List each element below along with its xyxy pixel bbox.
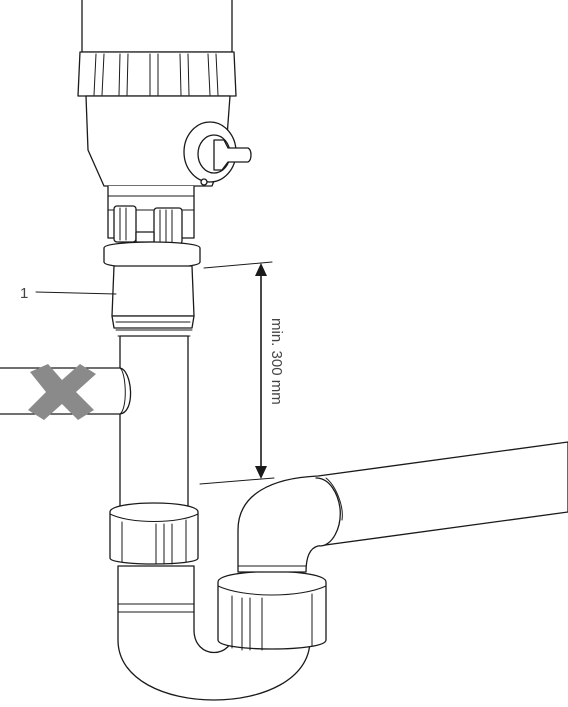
callout-1: 1 — [20, 285, 117, 302]
u-trap — [117, 565, 311, 701]
dimension-label: min. 300 mm — [268, 318, 285, 405]
dimension-annotation: min. 300 mm — [199, 261, 285, 485]
cross-mark-icon — [28, 364, 96, 420]
connector-sleeve — [103, 241, 201, 329]
elbow-drain-pipe — [237, 441, 568, 573]
appliance-unit — [77, 0, 252, 245]
callout-label: 1 — [20, 285, 28, 302]
vertical-pipe — [115, 329, 193, 507]
coupling-nut — [109, 502, 199, 565]
outlet-coupling-nut — [217, 570, 327, 651]
valve-knob — [183, 121, 252, 186]
